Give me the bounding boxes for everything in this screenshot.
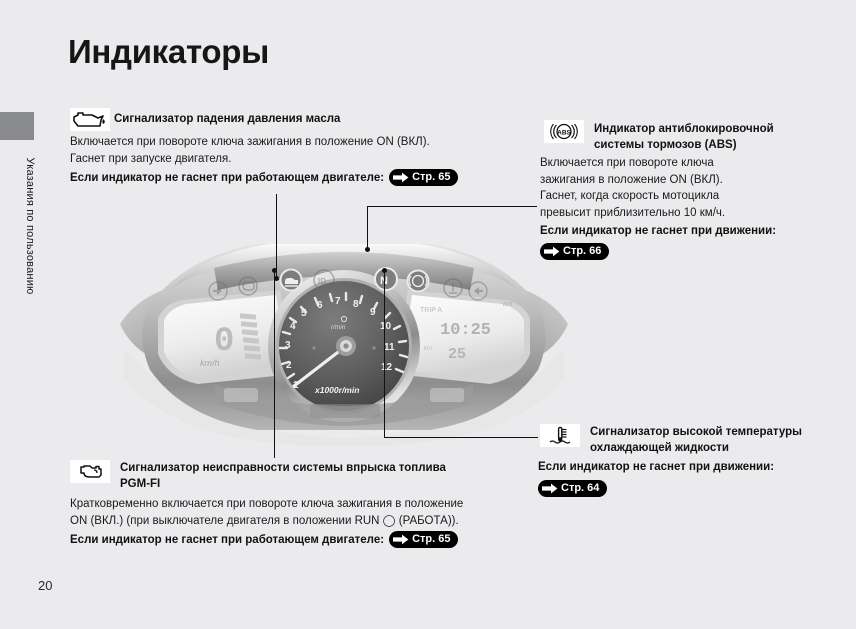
leader-line-coolant-vertical (384, 270, 386, 438)
svg-text:25: 25 (448, 346, 466, 363)
abs-body-line-3: Гаснет, когда скорость мотоцикла (540, 190, 720, 202)
coolant-condition: Если индикатор не гаснет при движении: (538, 461, 775, 473)
indicator-block-oil-pressure: Сигнализатор падения давления масла Вклю… (70, 108, 470, 186)
leader-dot-oil (274, 276, 279, 281)
pgmfi-title-line-1: Сигнализатор неисправности системы впрыс… (120, 462, 446, 474)
indicator-block-abs: ABS Индикатор антиблокировочной системы … (540, 120, 834, 262)
svg-text:4: 4 (290, 321, 296, 332)
svg-text:r/min: r/min (331, 324, 346, 331)
oil-pressure-condition: Если индикатор не гаснет при работающем … (70, 171, 385, 184)
svg-text:km: km (503, 301, 513, 308)
tachometer-unit-label: x1000r/min (314, 385, 359, 395)
svg-text:12: 12 (381, 362, 393, 373)
abs-body-line-2: зажигания в положение ON (ВКЛ). (540, 173, 723, 186)
svg-text:10:25: 10:25 (440, 321, 491, 340)
abs-body-line-4: превысит приблизительно 10 км/ч. (540, 206, 726, 219)
arrow-right-icon (542, 483, 558, 494)
page-reference-pgmfi[interactable]: Стр. 65 (389, 531, 459, 548)
svg-text:km: km (424, 346, 432, 352)
page-reference-oil-label: Стр. 65 (412, 171, 451, 183)
coolant-title-line-1: Сигнализатор высокой температуры (590, 426, 802, 438)
svg-text:11: 11 (384, 342, 395, 353)
sidebar-chapter-tab (0, 112, 34, 140)
page-reference-coolant-label: Стр. 64 (561, 482, 600, 494)
svg-text:TRIP A: TRIP A (420, 307, 442, 314)
sidebar-chapter-label: Указания по пользованию (24, 157, 36, 295)
pgmfi-body-line-2: ON (ВКЛ.) (при выключателе двигателя в п… (70, 514, 459, 527)
svg-text:5: 5 (301, 308, 307, 319)
svg-text:8: 8 (353, 299, 359, 310)
abs-title-line-1: Индикатор антиблокировочной (594, 123, 774, 135)
abs-title-line-2: системы тормозов (ABS) (594, 138, 737, 151)
coolant-temp-icon (540, 424, 580, 447)
oil-pressure-body-line-2: Гаснет при запуске двигателя. (70, 152, 232, 165)
arrow-right-icon (393, 534, 409, 545)
indicator-block-pgm-fi: Сигнализатор неисправности системы впрыс… (70, 460, 490, 548)
instrument-cluster-illustration: 0 km/h TRIP A 10:25 25 km km H E (120, 244, 568, 446)
svg-text:9: 9 (370, 307, 376, 318)
leader-dot-coolant (382, 268, 387, 273)
pgmfi-body-line-1: Кратковременно включается при повороте к… (70, 498, 464, 510)
engine-check-icon (70, 460, 110, 483)
svg-text:0: 0 (214, 323, 233, 361)
svg-text:km/h: km/h (200, 358, 220, 368)
abs-icon: ABS (544, 120, 584, 143)
svg-text:7: 7 (335, 296, 341, 307)
oil-can-icon (70, 108, 110, 131)
svg-text:6: 6 (317, 300, 323, 311)
leader-dot-abs (365, 247, 370, 252)
speedometer-lcd: 0 km/h (200, 313, 262, 368)
abs-body-line-1: Включается при повороте ключа (540, 157, 714, 169)
oil-pressure-title: Сигнализатор падения давления масла (114, 113, 341, 125)
leader-dot-pgmfi (272, 268, 277, 273)
page-reference-oil[interactable]: Стр. 65 (389, 169, 459, 186)
oil-pressure-body-line-1: Включается при повороте ключа зажигания … (70, 136, 430, 148)
page-reference-abs[interactable]: Стр. 66 (540, 243, 610, 260)
page-title: Индикаторы (68, 33, 269, 70)
svg-text:10: 10 (380, 321, 392, 332)
page-reference-abs-label: Стр. 66 (563, 245, 602, 257)
leader-line-abs-vertical (367, 206, 369, 250)
leader-line-abs-horizontal (367, 206, 537, 208)
leader-line-oil (276, 194, 278, 278)
coolant-title-line-2: охлаждающей жидкости (590, 441, 729, 454)
svg-text:ID: ID (318, 277, 326, 286)
arrow-right-icon (393, 172, 409, 183)
pgmfi-condition: Если индикатор не гаснет при работающем … (70, 533, 385, 546)
abs-condition: Если индикатор не гаснет при движении: (540, 225, 777, 237)
page-number: 20 (38, 578, 53, 593)
leader-line-coolant-horizontal (384, 437, 538, 439)
leader-line-pgmfi (274, 270, 276, 458)
svg-text:2: 2 (286, 360, 292, 371)
pgmfi-title-line-2: PGM-FI (120, 477, 161, 490)
arrow-right-icon (544, 246, 560, 257)
page-reference-coolant[interactable]: Стр. 64 (538, 480, 608, 497)
svg-text:3: 3 (285, 340, 291, 351)
svg-text:ABS: ABS (557, 129, 571, 136)
page-reference-pgmfi-label: Стр. 65 (412, 533, 451, 545)
indicator-block-coolant-temp: Сигнализатор высокой температуры охлажда… (538, 424, 840, 499)
